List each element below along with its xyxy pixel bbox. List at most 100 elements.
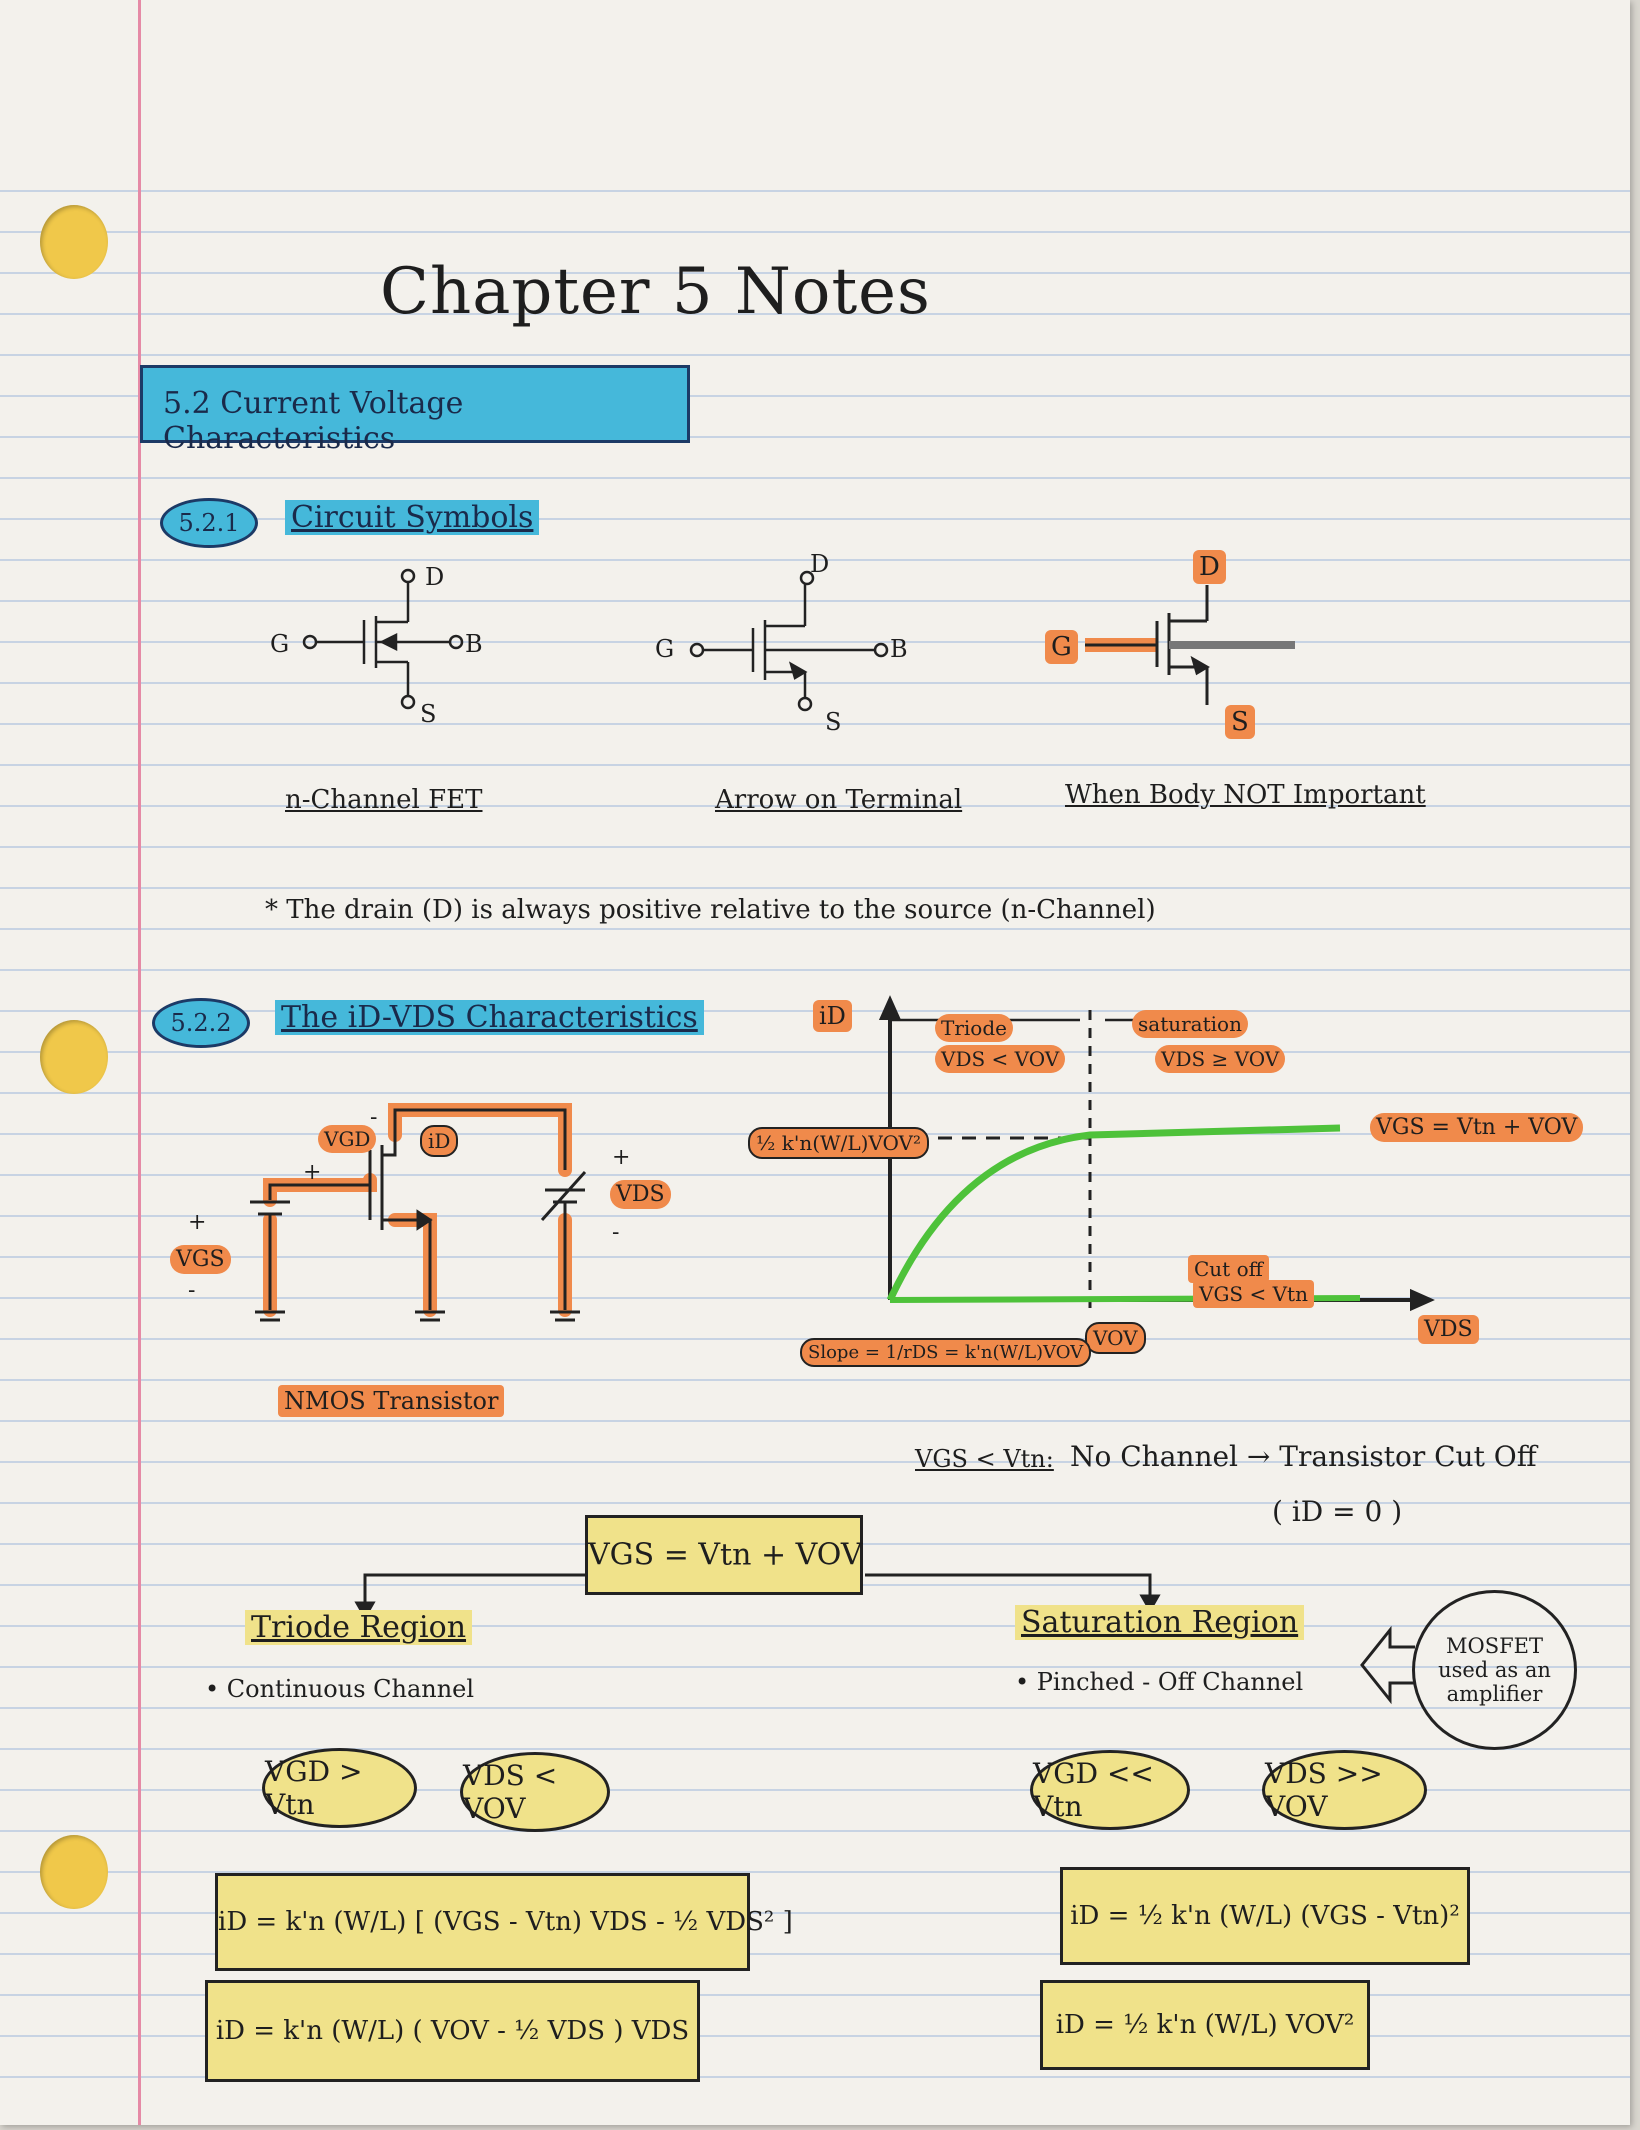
threshold-equation-box: VGS = Vtn + VOV (585, 1515, 863, 1595)
ruled-line (0, 641, 1630, 643)
ruled-line (0, 231, 1630, 233)
triode-equation-box-1: iD = k'n (W/L) [ (VGS - Vtn) VDS - ½ VDS… (215, 1873, 793, 1971)
section-heading: 5.2 Current Voltage Characteristics (140, 365, 690, 456)
binder-hole (40, 205, 108, 279)
vgs-plus-sign: + (188, 1210, 207, 1235)
saturation-equation-box-2: iD = ½ k'n (W/L) VOV² (1040, 1980, 1370, 2070)
vgd-minus-sign: - (370, 1105, 378, 1130)
triode-equation-box-2: iD = k'n (W/L) ( VOV - ½ VDS ) VDS (205, 1980, 700, 2082)
nmos-circuit-diagram (250, 1103, 587, 1322)
ruled-line (0, 682, 1630, 684)
ruled-line (0, 313, 1630, 315)
ruled-line (0, 2076, 1630, 2078)
triode-condition: VDS < VOV (935, 1045, 1066, 1073)
subsection-number: 5.2.2 (152, 998, 250, 1048)
vds-label: VDS (610, 1180, 671, 1209)
vgd-plus-sign: + (303, 1160, 322, 1185)
vgs-label: VGS (170, 1245, 231, 1274)
subsection-title: Circuit Symbols (285, 500, 540, 535)
vgd-label: VGD (318, 1125, 377, 1153)
ruled-line (0, 272, 1630, 274)
ruled-line (0, 2035, 1630, 2037)
saturation-condition-vds: VDS >> VOV (1262, 1750, 1427, 1830)
vds-minus-sign: - (612, 1220, 620, 1245)
ruled-line (0, 1748, 1630, 1750)
ruled-line (0, 969, 1630, 971)
saturation-equation-box-1: iD = ½ k'n (W/L) (VGS - Vtn)² (1060, 1867, 1470, 1965)
cutoff-note-text: No Channel → Transistor Cut Off (1070, 1440, 1537, 1473)
body-label: B (465, 630, 483, 658)
ruled-line (0, 1174, 1630, 1176)
caption-arrow-on-terminal: Arrow on Terminal (715, 785, 963, 815)
pointer-arrow (1360, 1625, 1415, 1705)
ruled-line (0, 1871, 1630, 1873)
ruled-line (0, 477, 1630, 479)
ruled-line (0, 1420, 1630, 1422)
binder-hole (40, 1020, 108, 1094)
triode-bullet: • Continuous Channel (205, 1675, 475, 1703)
ruled-line (0, 846, 1630, 848)
triode-label: Triode (935, 1014, 1013, 1042)
ruled-line (0, 723, 1630, 725)
ruled-line (0, 1502, 1630, 1504)
ruled-line (0, 1215, 1630, 1217)
saturation-label: saturation (1132, 1010, 1248, 1038)
cutoff-condition: VGS < Vtn (1193, 1280, 1314, 1308)
ruled-line (0, 1256, 1630, 1258)
source-label: S (420, 700, 437, 728)
id-axis-label: iD (813, 1000, 852, 1032)
triode-condition-vds: VDS < VOV (460, 1752, 610, 1832)
saturation-condition: VDS ≥ VOV (1155, 1045, 1286, 1073)
caption-n-channel-fet: n-Channel FET (285, 785, 483, 815)
source-label: S (825, 708, 842, 736)
drain-label: D (425, 563, 445, 591)
cutoff-label: Cut off (1188, 1255, 1269, 1283)
ruled-line (0, 1912, 1630, 1914)
caption-body-not-important: When Body NOT Important (1065, 780, 1426, 810)
gate-label: G (270, 630, 290, 658)
caption-nmos-transistor: NMOS Transistor (278, 1385, 505, 1417)
triode-region-title: Triode Region (245, 1610, 473, 1645)
ruled-line (0, 518, 1630, 520)
saturation-condition-vgd: VGD << Vtn (1030, 1750, 1190, 1830)
curve-label: VGS = Vtn + VOV (1370, 1113, 1584, 1142)
ruled-line (0, 805, 1630, 807)
saturation-equation-2: iD = ½ k'n (W/L) VOV² (1055, 2010, 1355, 2040)
triode-equation-1: iD = k'n (W/L) [ (VGS - Vtn) VDS - ½ VDS… (218, 1907, 793, 1937)
ruled-line (0, 600, 1630, 602)
ruled-line (0, 1379, 1630, 1381)
threshold-equation: VGS = Vtn + VOV (588, 1537, 863, 1573)
vds-plus-sign: + (612, 1145, 631, 1170)
ruled-line (0, 190, 1630, 192)
nmos-symbol-arrow-on-terminal (689, 570, 889, 712)
drain-current-label: iD (420, 1125, 459, 1157)
ruled-line (0, 1789, 1630, 1791)
section-heading-text: 5.2 Current Voltage Characteristics (163, 386, 464, 456)
saturation-region-title: Saturation Region (1015, 1605, 1305, 1640)
ruled-line (0, 1092, 1630, 1094)
ruled-line (0, 354, 1630, 356)
drain-label: D (810, 550, 830, 578)
ruled-line (0, 1666, 1630, 1668)
vgs-minus-sign: - (188, 1278, 196, 1303)
slope-label: Slope = 1/rDS = k'n(W/L)VOV (800, 1338, 1092, 1367)
ruled-line (0, 1297, 1630, 1299)
ruled-line (0, 928, 1630, 930)
gate-label: G (655, 635, 675, 663)
amplifier-bubble: MOSFET used as an amplifier (1412, 1590, 1577, 1750)
cutoff-note-result: ( iD = 0 ) (1272, 1495, 1403, 1528)
binder-hole (40, 1835, 108, 1909)
ruled-line (0, 1994, 1630, 1996)
subsection-title: The iD-VDS Characteristics (275, 1000, 704, 1035)
drain-note: * The drain (D) is always positive relat… (265, 895, 1156, 925)
nmos-symbol-with-body (302, 568, 464, 710)
ruled-line (0, 1707, 1630, 1709)
ruled-line (0, 764, 1630, 766)
gate-label: G (1045, 630, 1078, 664)
drain-label: D (1193, 550, 1226, 584)
ruled-line (0, 1051, 1630, 1053)
ruled-line (0, 1953, 1630, 1955)
ruled-line (0, 1461, 1630, 1463)
page-title: Chapter 5 Notes (380, 255, 931, 329)
